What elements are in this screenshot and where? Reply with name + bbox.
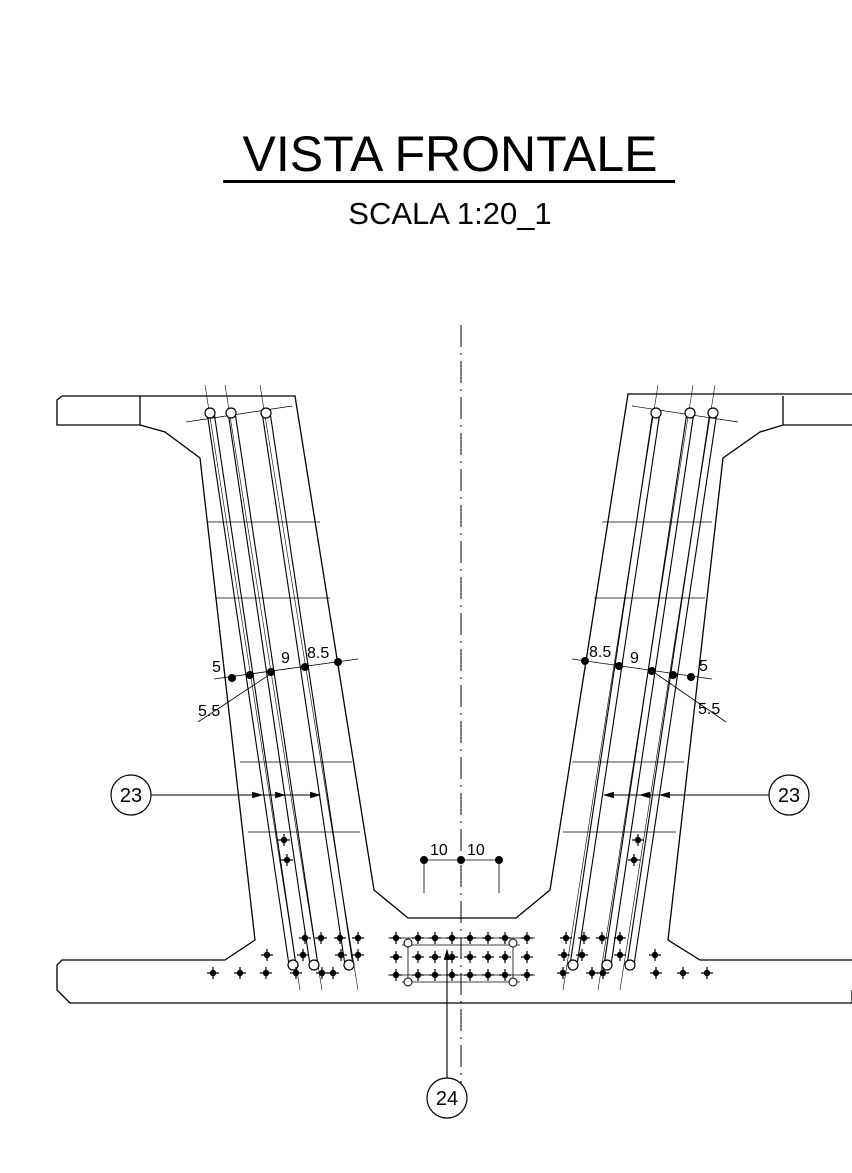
rebar-dot <box>631 833 645 847</box>
dim-right-9: 9 <box>630 650 639 667</box>
rebar-dot <box>676 966 690 980</box>
dim-right-5: 5 <box>699 658 708 675</box>
dimension-points-center <box>420 856 503 864</box>
dim-left-9: 9 <box>281 650 290 667</box>
rebar-dot <box>463 968 477 982</box>
callout-23-right: 23 <box>778 785 800 807</box>
tendons-right <box>562 384 739 991</box>
tendon-anchors-right <box>567 407 719 971</box>
rebar-dot <box>334 948 348 962</box>
rebar-dot <box>259 966 273 980</box>
rebar-dot <box>520 950 534 964</box>
rebar-dot <box>296 948 310 962</box>
rebar-dot <box>411 950 425 964</box>
rebar-dot <box>498 950 512 964</box>
drawing-scale: SCALA 1:20_1 <box>348 196 552 231</box>
rebar-dot <box>595 931 609 945</box>
rebar-dot <box>463 950 477 964</box>
dim-left-8-5: 8.5 <box>307 645 329 662</box>
rebar-dot <box>577 931 591 945</box>
rebar-dot <box>314 931 328 945</box>
rebar-dot <box>445 968 459 982</box>
rebar-dot <box>389 950 403 964</box>
rebar-dot <box>260 948 274 962</box>
rebar-dot <box>233 966 247 980</box>
rebar-dot <box>498 968 512 982</box>
rebar-dot <box>428 968 442 982</box>
rebar-dot <box>648 948 662 962</box>
rebar-dot <box>389 931 403 945</box>
rebar-dot <box>351 948 365 962</box>
title-underline <box>223 180 675 183</box>
rebar-dot <box>520 968 534 982</box>
rebar-dot <box>649 966 663 980</box>
dim-left-5: 5 <box>212 659 221 676</box>
rebar-dot <box>277 833 291 847</box>
dim-left-5-5: 5.5 <box>198 703 220 720</box>
rebar-dot <box>556 966 570 980</box>
dimension-line-left <box>197 658 359 723</box>
tendon-anchors-left <box>204 407 355 971</box>
rebar-dot <box>333 931 347 945</box>
rebar-dot <box>428 950 442 964</box>
rebar-dot <box>463 931 477 945</box>
rebar-dot <box>351 931 365 945</box>
rebar-dot <box>428 931 442 945</box>
dim-center-10-left: 10 <box>430 842 448 859</box>
rebar-dot <box>520 931 534 945</box>
rebar-left <box>206 833 365 980</box>
rebar-dot <box>585 966 599 980</box>
rebar-dot <box>481 931 495 945</box>
rebar-dot <box>326 966 340 980</box>
rebar-dot <box>411 968 425 982</box>
rebar-dot <box>411 931 425 945</box>
rebar-dot <box>481 968 495 982</box>
rebar-dot <box>557 948 571 962</box>
rebar-dot <box>700 966 714 980</box>
section-outline <box>56 393 852 1004</box>
rebar-dot <box>445 931 459 945</box>
rebar-dot <box>206 966 220 980</box>
dimension-points-right <box>581 657 695 681</box>
rebar-dot <box>559 931 573 945</box>
rebar-dot <box>389 968 403 982</box>
callout-23-left: 23 <box>120 785 142 807</box>
dimension-points-left <box>228 658 342 682</box>
dim-center-10-right: 10 <box>467 842 485 859</box>
dim-right-8-5: 8.5 <box>589 644 611 661</box>
callout-24: 24 <box>436 1088 458 1110</box>
drawing-title: VISTA FRONTALE <box>242 126 658 182</box>
rebar-dot <box>445 950 459 964</box>
rebar-dot <box>627 853 641 867</box>
bottom-slab-ties <box>403 938 518 987</box>
tendons-left <box>185 384 359 991</box>
rebar-dot <box>613 948 627 962</box>
rebar-dot <box>481 950 495 964</box>
rebar-dot <box>298 931 312 945</box>
dim-right-5-5: 5.5 <box>698 701 720 718</box>
rebar-dot <box>280 853 294 867</box>
